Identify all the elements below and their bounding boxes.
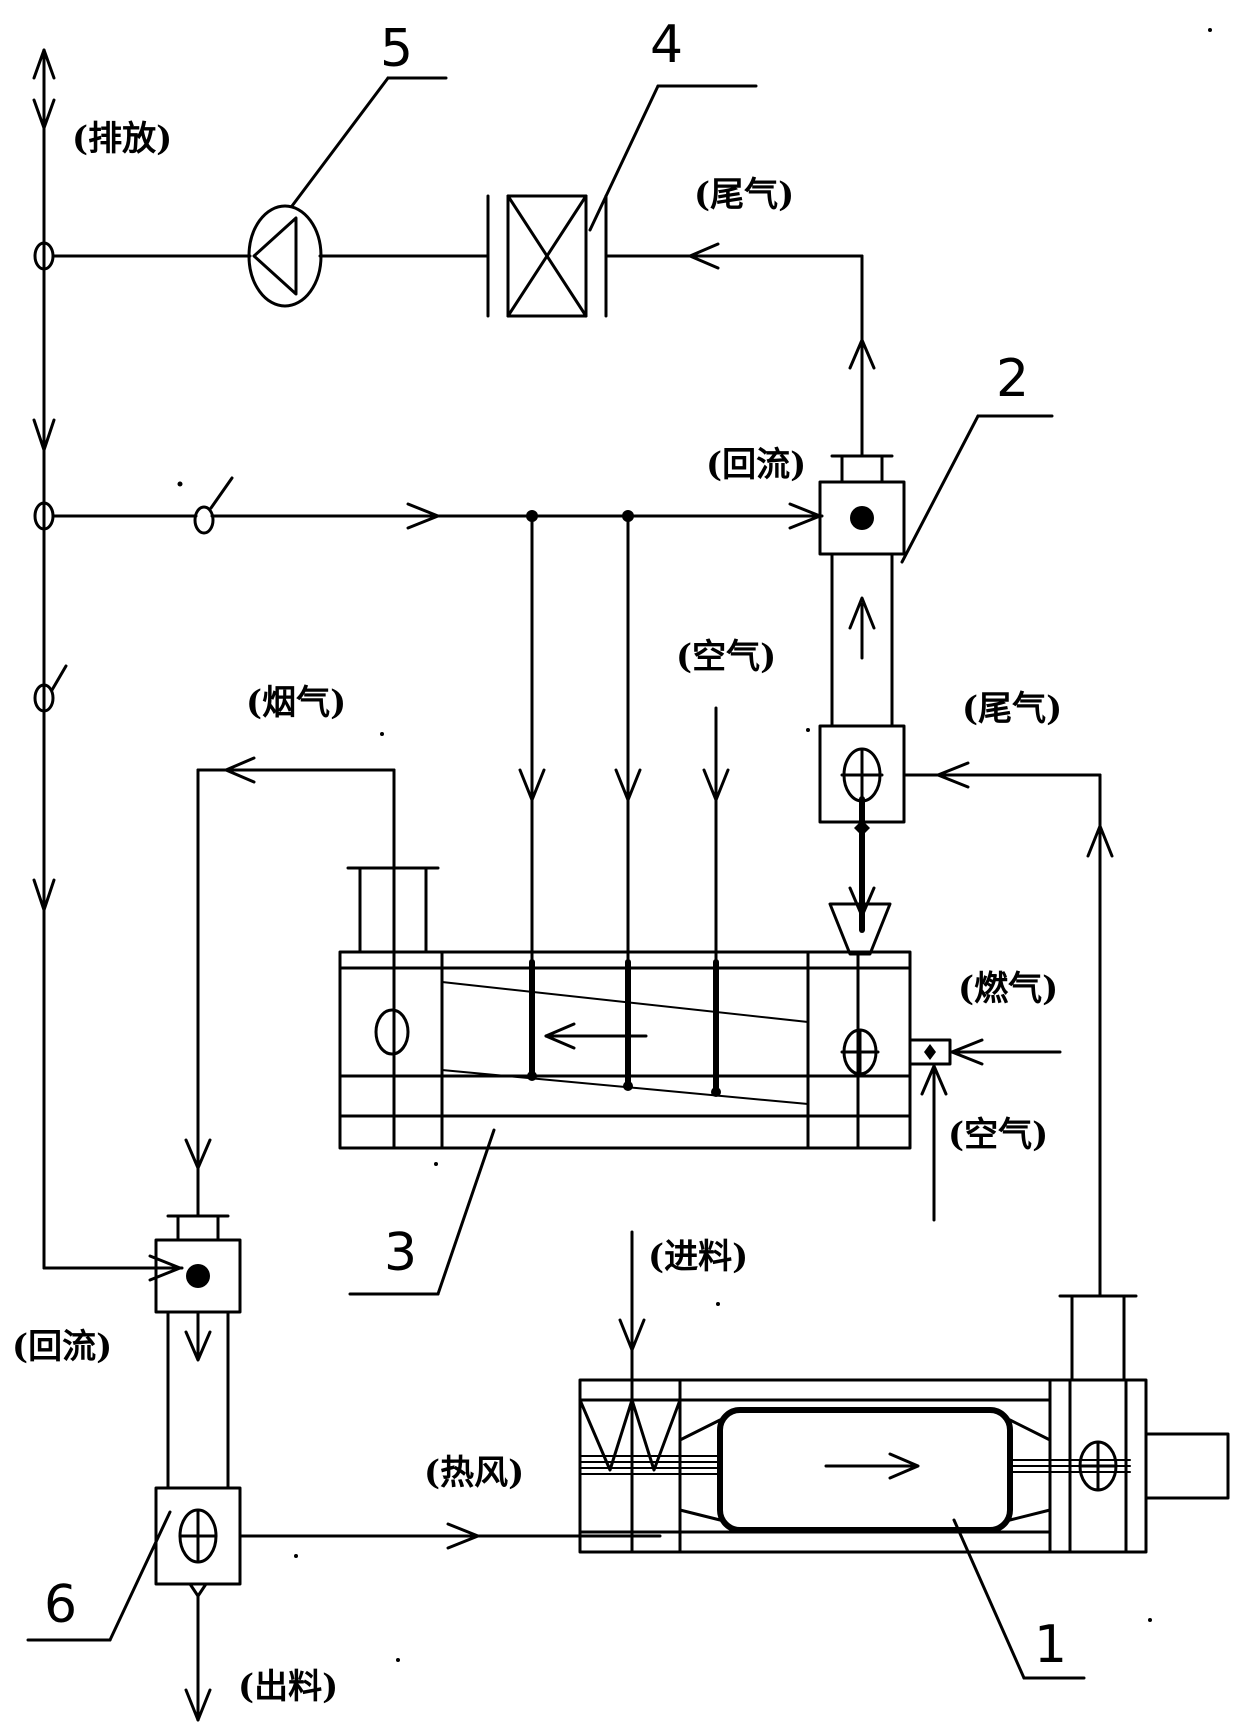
- callout-5: 5: [380, 19, 413, 79]
- dryer-1: [578, 1294, 1230, 1554]
- exhaust-fan: [247, 204, 323, 308]
- label-air-middle: (空气): [676, 637, 776, 677]
- scan-speckles: [294, 28, 1212, 1662]
- label-tail-gas-right: (尾气): [962, 689, 1062, 729]
- label-feed: (进料): [648, 1237, 748, 1277]
- label-fuel-gas: (燃气): [958, 969, 1058, 1009]
- lance-pipes: [518, 514, 730, 1097]
- bag-filter: [486, 194, 608, 318]
- reflux-line-upper: [51, 476, 824, 535]
- callout-3: 3: [384, 1223, 417, 1283]
- feed-line: [618, 1230, 646, 1472]
- callout-1: 1: [1034, 1615, 1067, 1675]
- callout-leaders: [26, 76, 1086, 1680]
- dryer-3: [338, 866, 952, 1150]
- label-tail-gas-top: (尾气): [694, 175, 794, 215]
- callout-2: 2: [996, 349, 1029, 409]
- label-flue-gas: (烟气): [246, 683, 346, 723]
- label-hot-air: (热风): [424, 1453, 524, 1493]
- label-air-burner: (空气): [948, 1115, 1048, 1155]
- callout-6: 6: [44, 1575, 77, 1635]
- label-reflux-lower: (回流): [12, 1327, 112, 1367]
- callout-4: 4: [650, 15, 683, 75]
- exhaust-line: [51, 242, 876, 458]
- tail-gas-line-right: [902, 761, 1114, 1298]
- label-reflux-upper: (回流): [706, 445, 806, 485]
- label-discharge: (排放): [72, 119, 172, 159]
- left-main-line: [32, 48, 184, 1282]
- burner-inputs: [920, 1038, 1062, 1222]
- flue-gas-line: [184, 756, 396, 1218]
- separator-6: [154, 1214, 242, 1722]
- label-product-out: (出料): [238, 1667, 338, 1707]
- separator-2: [818, 454, 906, 956]
- hot-air-line: [238, 1522, 662, 1550]
